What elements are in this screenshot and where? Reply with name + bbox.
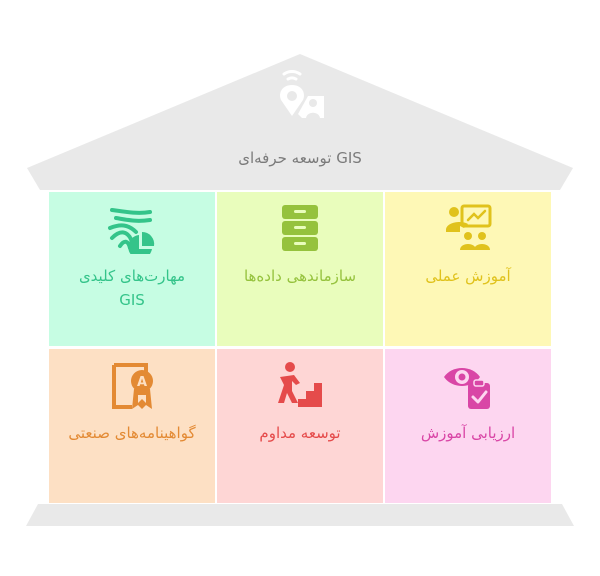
- pillar-label: توسعه مداوم: [259, 424, 341, 442]
- certificate-badge-icon: A: [112, 363, 153, 409]
- teacher-board-icon: [446, 204, 492, 250]
- pillar-industry-certifications: A گواهینامه‌های صنعتی: [49, 349, 215, 503]
- pillar-label: گواهینامه‌های صنعتی: [68, 424, 196, 442]
- wind-chart-icon: [108, 208, 155, 254]
- pillar-practical-training: آموزش عملی: [385, 192, 551, 346]
- pillar-training-evaluation: ارزیابی آموزش: [385, 349, 551, 503]
- location-pin-wifi-icon: [280, 69, 324, 118]
- pillar-label: مهارت‌های کلیدی GIS: [78, 267, 186, 309]
- file-cabinet-icon: [282, 205, 318, 251]
- climbing-stairs-icon: [278, 362, 322, 407]
- pillar-gis-skills: مهارت‌های کلیدی GIS: [49, 192, 215, 346]
- pillars-grid: مهارت‌های کلیدی GIS سازماندهی داده‌ها: [49, 192, 551, 503]
- foundation: [26, 504, 574, 526]
- svg-text:A: A: [137, 375, 147, 390]
- roof: [27, 54, 573, 190]
- diagram-title: GIS توسعه حرفه‌ای: [238, 149, 362, 167]
- pillar-data-organization: سازماندهی داده‌ها: [217, 192, 383, 346]
- pillar-label: سازماندهی داده‌ها: [243, 267, 357, 285]
- eye-clipboard-icon: [444, 368, 490, 409]
- pillar-label: آموزش عملی: [425, 267, 511, 285]
- pillar-label: ارزیابی آموزش: [420, 424, 516, 442]
- pillar-continuous-development: توسعه مداوم: [217, 349, 383, 503]
